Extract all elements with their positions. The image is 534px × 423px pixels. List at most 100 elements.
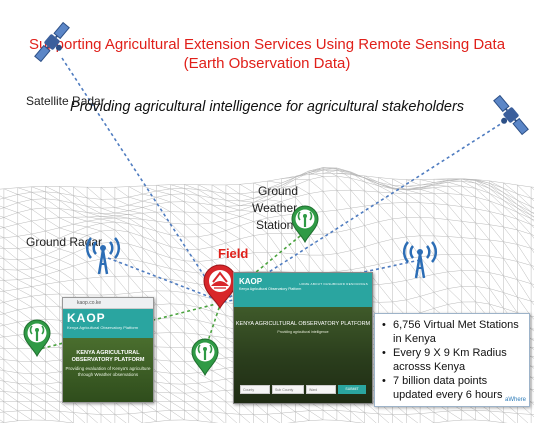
mesh-line — [156, 201, 171, 205]
mesh-line — [184, 382, 199, 385]
mesh-line — [253, 199, 268, 207]
mesh-line — [530, 248, 534, 254]
mesh-line — [447, 180, 462, 183]
mesh-line — [378, 177, 393, 180]
mesh-line — [3, 359, 18, 362]
mesh-line — [253, 401, 268, 415]
mesh-line — [378, 202, 393, 205]
mesh-line — [156, 382, 171, 394]
mesh-line — [225, 209, 240, 213]
mesh-line — [170, 317, 185, 334]
mesh-line — [184, 193, 199, 204]
mesh-line — [17, 236, 32, 248]
mesh-line — [489, 410, 504, 413]
mesh-line — [17, 295, 32, 300]
mesh-line — [489, 224, 504, 242]
mesh-line — [503, 275, 518, 280]
mesh-line — [45, 383, 60, 393]
mesh-line — [17, 277, 32, 280]
mesh-line — [211, 184, 227, 194]
mesh-line — [295, 253, 310, 273]
mesh-line — [17, 348, 32, 362]
mesh-line — [86, 187, 102, 200]
mesh-line — [87, 223, 102, 228]
mesh-line — [31, 191, 46, 199]
mesh-line — [239, 200, 254, 203]
mesh-line — [225, 193, 240, 202]
mesh-line — [530, 356, 534, 359]
mesh-line — [31, 208, 46, 220]
mesh-line — [114, 210, 129, 214]
mesh-line — [322, 233, 338, 254]
mesh-line — [433, 288, 448, 293]
mesh-line — [142, 247, 157, 266]
mesh-line — [461, 206, 476, 224]
mesh-line — [170, 194, 185, 202]
mesh-line — [45, 270, 60, 276]
mesh-line — [3, 411, 18, 422]
mesh-line — [517, 184, 532, 188]
mesh-line — [114, 204, 129, 208]
mesh-line — [3, 258, 18, 271]
mesh-line — [267, 252, 282, 272]
mesh-line — [489, 239, 504, 259]
mesh-line — [184, 271, 199, 285]
mesh-line — [503, 226, 518, 245]
mesh-line — [128, 275, 143, 293]
mesh-line — [420, 189, 435, 194]
mesh-line — [350, 266, 365, 270]
mesh-line — [392, 261, 407, 281]
mesh-line — [253, 195, 268, 199]
mesh-line — [86, 261, 102, 278]
mesh-line — [475, 222, 490, 225]
mesh-line — [309, 169, 324, 175]
mesh-line — [156, 411, 171, 421]
mesh-line — [31, 199, 46, 209]
mesh-line — [114, 198, 129, 206]
mesh-line — [0, 377, 5, 382]
mesh-line — [17, 258, 32, 261]
mesh-line — [378, 183, 393, 189]
mesh-line — [31, 294, 46, 297]
mesh-line — [364, 190, 379, 193]
mesh-line — [378, 413, 393, 415]
mesh-line — [73, 216, 88, 222]
mesh-line — [45, 207, 60, 209]
mesh-line — [0, 276, 5, 281]
mesh-line — [73, 246, 88, 254]
mesh-line — [517, 212, 532, 219]
mesh-line — [184, 318, 199, 335]
mesh-line — [73, 186, 88, 199]
mesh-line — [73, 195, 88, 207]
mesh-line — [267, 192, 282, 200]
mesh-line — [170, 257, 185, 272]
mesh-line — [170, 303, 185, 319]
mesh-line — [225, 401, 240, 415]
mesh-line — [17, 360, 32, 375]
mesh-line — [17, 269, 32, 279]
mesh-line — [392, 178, 407, 180]
mesh-line — [156, 346, 171, 362]
mesh-line — [128, 210, 143, 214]
mesh-line — [350, 205, 365, 209]
mesh-line — [128, 413, 143, 423]
satellite-icon — [486, 93, 531, 141]
mesh-line — [59, 259, 74, 267]
mesh-line — [31, 220, 46, 232]
mesh-line — [419, 277, 435, 293]
mesh-line — [170, 211, 185, 225]
mesh-line — [0, 302, 4, 304]
mesh-line — [59, 237, 74, 243]
mesh-line — [45, 186, 60, 194]
mesh-line — [267, 185, 282, 194]
mesh-line — [17, 392, 32, 402]
mesh-line — [447, 271, 462, 287]
mesh-line — [45, 319, 60, 335]
mesh-line — [211, 335, 226, 339]
mesh-line — [350, 172, 365, 179]
mesh-line — [420, 187, 435, 190]
mesh-line — [142, 226, 157, 232]
mesh-line — [142, 276, 157, 292]
mesh-line — [87, 220, 102, 224]
mesh-line — [530, 338, 534, 342]
